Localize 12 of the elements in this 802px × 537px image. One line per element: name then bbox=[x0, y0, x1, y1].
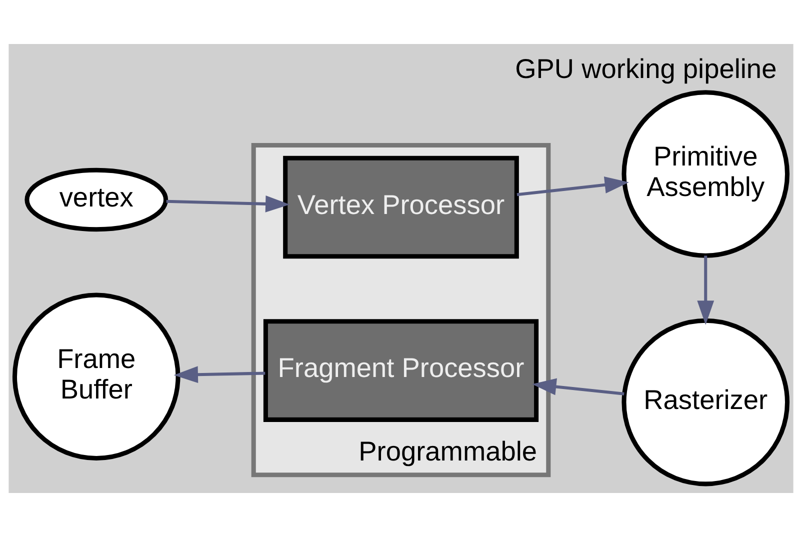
arrow bbox=[166, 195, 290, 212]
node-circle: Rasterizer bbox=[622, 318, 790, 486]
node-ellipse: vertex bbox=[24, 168, 168, 232]
node-circle: Primitive Assembly bbox=[622, 90, 790, 258]
node-circle: Frame Buffer bbox=[12, 292, 180, 460]
diagram-title: GPU working pipeline bbox=[515, 52, 777, 84]
node-box: Fragment Processor bbox=[263, 319, 539, 422]
arrow bbox=[174, 366, 266, 384]
arrow bbox=[697, 256, 714, 325]
node-box: Vertex Processor bbox=[283, 156, 519, 259]
arrow bbox=[532, 378, 624, 396]
arrow bbox=[516, 176, 629, 196]
